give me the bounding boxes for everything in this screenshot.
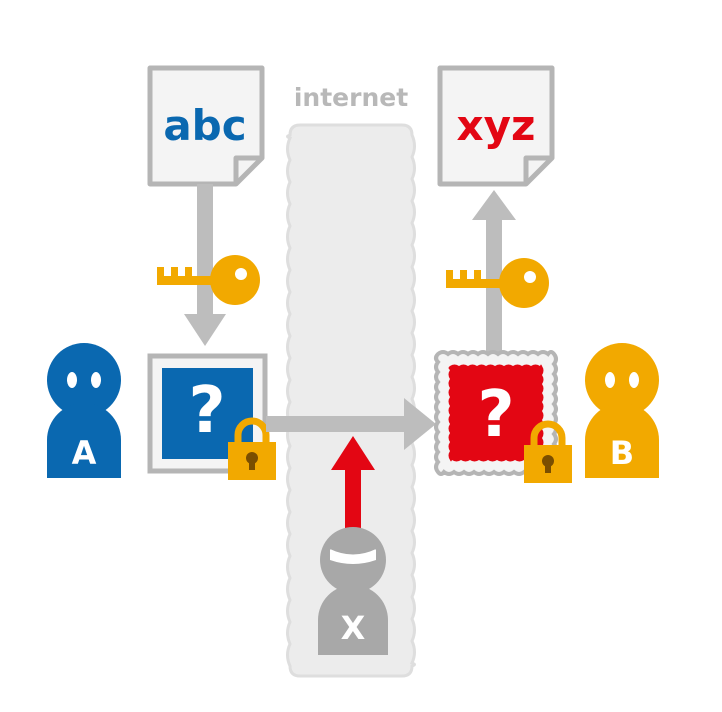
receiver-label: B: [610, 434, 634, 472]
attacker-label: X: [341, 609, 366, 647]
sender-label: A: [72, 434, 97, 472]
plaintext-document: abc: [147, 65, 265, 187]
internet-label: internet: [294, 83, 408, 112]
encrypt-arrow: [184, 184, 226, 346]
attacker-figure: X: [318, 527, 388, 655]
sender-figure: A: [47, 343, 121, 478]
transmission-arrow: [266, 398, 436, 450]
internet-channel: internet: [286, 83, 416, 678]
ciphertext-box-received: ?: [434, 350, 558, 476]
plaintext-text: abc: [163, 101, 246, 150]
ciphertext-symbol-received: ?: [477, 378, 514, 452]
decrypted-text: xyz: [457, 101, 536, 150]
receiver-figure: B: [585, 343, 659, 478]
ciphertext-symbol-sent: ?: [188, 374, 225, 448]
decrypted-document: xyz: [437, 65, 555, 187]
attack-arrow: [331, 436, 375, 528]
